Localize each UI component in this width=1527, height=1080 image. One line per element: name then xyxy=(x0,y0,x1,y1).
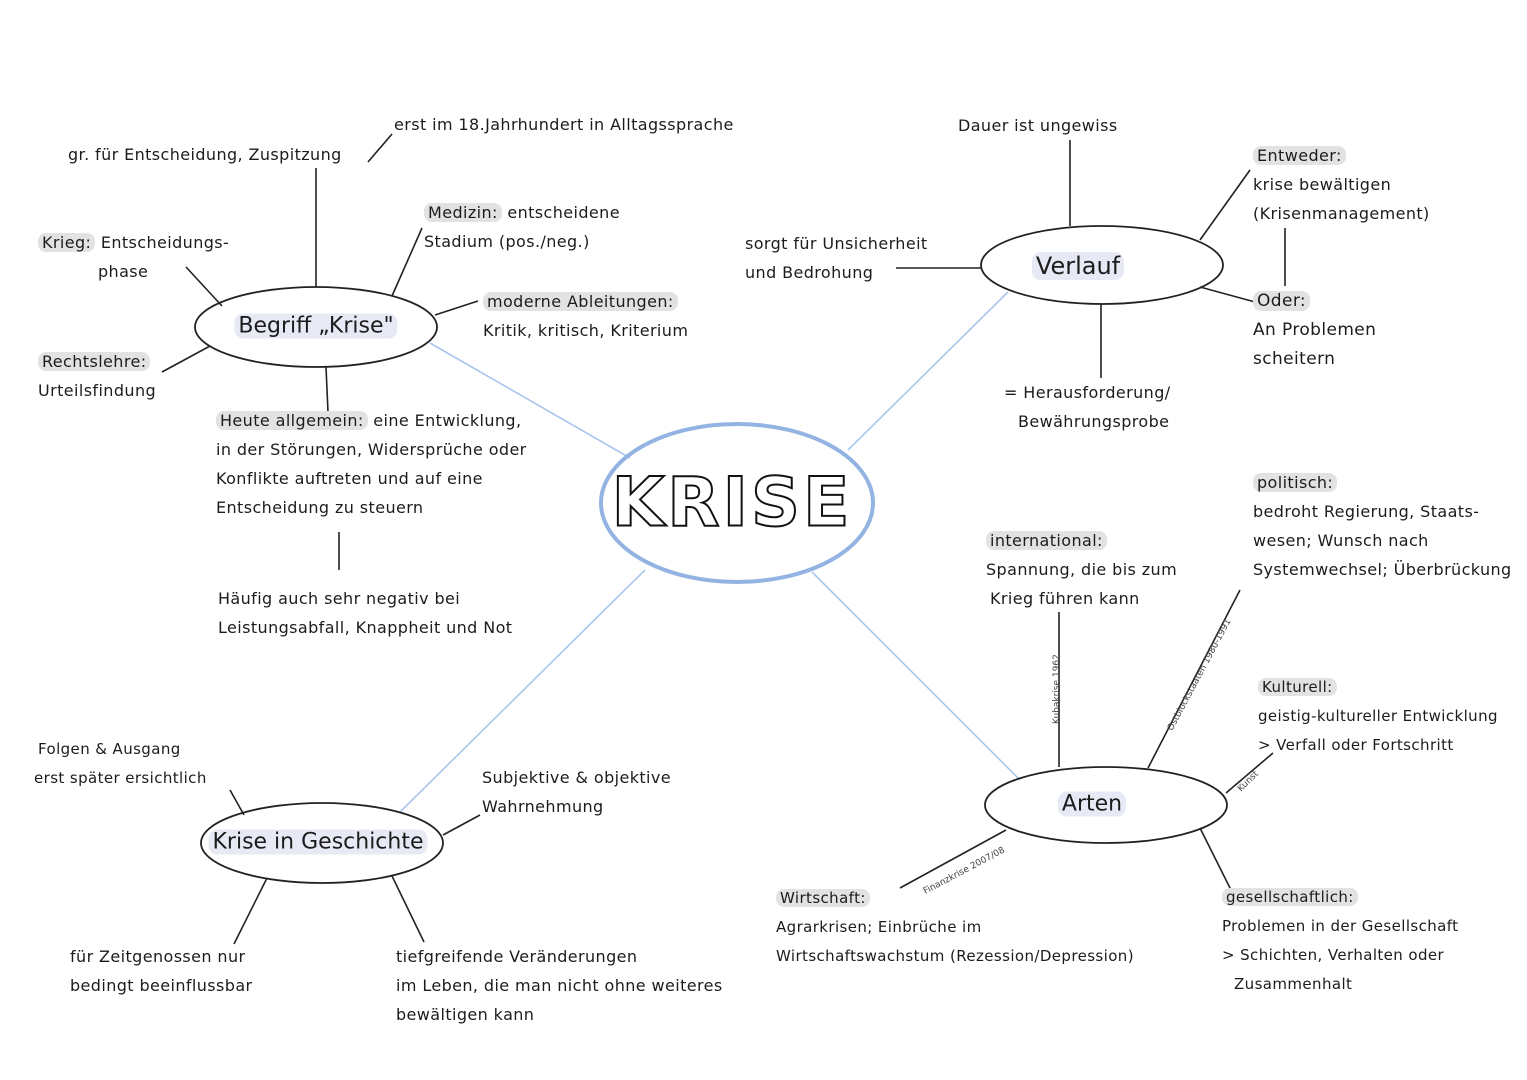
verlauf-entweder: Entweder: krise bewältigen (Krisenmanage… xyxy=(1253,141,1430,228)
gesellschaftlich-line-3: Zusammenhalt xyxy=(1234,975,1353,993)
connector-verlauf xyxy=(847,291,1009,451)
zeit-line-1: für Zeitgenossen nur xyxy=(70,947,246,966)
arten-politisch: politisch: bedroht Regierung, Staats- we… xyxy=(1253,468,1512,584)
geschichte-branches xyxy=(229,789,481,945)
subjektiv-line-1: Subjektive & objektive xyxy=(482,768,672,787)
subjektiv-line-2: Wahrnehmung xyxy=(482,797,604,816)
politisch-line-2: wesen; Wunsch nach xyxy=(1253,531,1429,550)
verlauf-branches xyxy=(896,140,1286,378)
verlauf-sorgt: sorgt für Unsicherheit und Bedrohung xyxy=(745,229,928,287)
wirtschaft-line-1: Agrarkrisen; Einbrüche im xyxy=(776,918,982,936)
geschichte-folgen: Folgen & Ausgang erst später ersichtlich xyxy=(34,735,207,793)
wirtschaft-label: Wirtschaft: xyxy=(776,889,870,907)
geschichte-title: Krise in Geschichte xyxy=(208,829,428,855)
kulturell-label: Kulturell: xyxy=(1258,678,1337,696)
moderne-text: Kritik, kritisch, Kriterium xyxy=(483,321,689,340)
politisch-line-3: Systemwechsel; Überbrückung xyxy=(1253,560,1512,579)
begriff-krieg: Krieg: Entscheidungs- phase xyxy=(38,228,229,286)
oder-line-1: An Problemen xyxy=(1253,320,1377,340)
begriff-heute: Heute allgemein: eine Entwicklung, in de… xyxy=(216,406,527,522)
international-line-2: Krieg führen kann xyxy=(990,589,1140,608)
kuba-note: Kubakrise 1962 xyxy=(1052,654,1062,724)
geschichte-zeitgenossen: für Zeitgenossen nur bedingt beeinflussb… xyxy=(70,942,253,1000)
heute-line-3: Konflikte auftreten und auf eine xyxy=(216,469,483,488)
begriff-title: Begriff „Krise" xyxy=(234,313,398,339)
arten-gesellschaftlich: gesellschaftlich: Problemen in der Gesel… xyxy=(1222,883,1458,999)
wirtschaft-line-2: Wirtschaftswachstum (Rezession/Depressio… xyxy=(776,947,1134,965)
sorgt-line-2: und Bedrohung xyxy=(745,263,874,282)
international-label: international: xyxy=(986,531,1107,550)
heraus-line-1: = Herausforderung/ xyxy=(1004,383,1171,402)
recht-label: Rechtslehre: xyxy=(38,352,151,371)
center-ellipse xyxy=(599,422,875,584)
recht-text: Urteilsfindung xyxy=(38,381,157,400)
begriff-node[interactable]: Begriff „Krise" xyxy=(234,313,398,339)
tief-line-1: tiefgreifende Veränderungen xyxy=(396,947,638,966)
politisch-label: politisch: xyxy=(1253,473,1338,492)
medizin-text-2: Stadium (pos./neg.) xyxy=(424,232,590,251)
krieg-label: Krieg: xyxy=(38,233,96,252)
arten-kulturell: Kulturell: geistig-kultureller Entwicklu… xyxy=(1258,673,1498,760)
krieg-text-2: phase xyxy=(98,262,149,281)
arten-wirtschaft: Wirtschaft: Agrarkrisen; Einbrüche im Wi… xyxy=(776,884,1134,971)
geschichte-subjektiv: Subjektive & objektive Wahrnehmung xyxy=(482,763,671,821)
connector-arten xyxy=(811,571,1021,781)
entweder-line-2: (Krisenmanagement) xyxy=(1253,204,1430,223)
kulturell-line-2: > Verfall oder Fortschritt xyxy=(1258,736,1454,754)
begriff-recht: Rechtslehre: Urteilsfindung xyxy=(38,347,156,405)
haeufig-line-1: Häufig auch sehr negativ bei xyxy=(218,589,461,608)
verlauf-title: Verlauf xyxy=(1031,252,1125,280)
haeufig-line-2: Leistungsabfall, Knappheit und Not xyxy=(218,618,513,637)
verlauf-node[interactable]: Verlauf xyxy=(1031,252,1125,280)
gesellschaftlich-line-1: Problemen in der Gesellschaft xyxy=(1222,917,1459,935)
entweder-line-1: krise bewältigen xyxy=(1253,175,1392,194)
center-label: KRISE xyxy=(611,463,853,544)
folgen-line-2: erst später ersichtlich xyxy=(34,769,207,787)
tief-line-2: im Leben, die man nicht ohne weiteres xyxy=(396,976,723,995)
verlauf-dauer: Dauer ist ungewiss xyxy=(958,116,1118,135)
geschichte-node[interactable]: Krise in Geschichte xyxy=(208,829,428,855)
krieg-text-1: Entscheidungs- xyxy=(100,233,230,252)
heute-line-4: Entscheidung zu steuern xyxy=(216,498,424,517)
connector-geschichte xyxy=(399,569,646,813)
kulturell-line-1: geistig-kultureller Entwicklung xyxy=(1258,707,1498,725)
verlauf-herausforderung: = Herausforderung/ Bewährungsprobe xyxy=(1004,378,1171,436)
arten-branches xyxy=(899,589,1274,893)
folgen-line-1: Folgen & Ausgang xyxy=(38,740,181,758)
begriff-haeufig: Häufig auch sehr negativ bei Leistungsab… xyxy=(218,584,512,642)
geschichte-ellipse xyxy=(200,802,444,884)
tief-line-3: bewältigen kann xyxy=(396,1005,535,1024)
heraus-line-2: Bewährungsprobe xyxy=(1018,412,1170,431)
begriff-moderne: moderne Ableitungen: Kritik, kritisch, K… xyxy=(483,287,688,345)
arten-node[interactable]: Arten xyxy=(1057,791,1127,817)
medizin-text-1: entscheidene xyxy=(507,203,620,222)
medizin-label: Medizin: xyxy=(424,203,502,222)
moderne-label: moderne Ableitungen: xyxy=(483,292,678,311)
verlauf-ellipse xyxy=(980,225,1224,305)
heute-line-1: eine Entwicklung, xyxy=(373,411,522,430)
zeit-line-2: bedingt beeinflussbar xyxy=(70,976,253,995)
arten-international: international: Spannung, die bis zum Kri… xyxy=(986,526,1177,613)
oder-line-2: scheitern xyxy=(1253,349,1336,369)
gesellschaftlich-line-2: > Schichten, Verhalten oder xyxy=(1222,946,1445,964)
arten-ellipse xyxy=(984,766,1228,844)
heute-label: Heute allgemein: xyxy=(216,411,368,430)
begriff-greek: gr. für Entscheidung, Zuspitzung xyxy=(68,145,342,164)
begriff-medizin: Medizin: entscheidene Stadium (pos./neg.… xyxy=(424,198,620,256)
gesellschaftlich-label: gesellschaftlich: xyxy=(1222,888,1358,906)
begriff-century: erst im 18.Jahrhundert in Alltagssprache xyxy=(394,115,734,134)
oder-label: Oder: xyxy=(1253,291,1311,311)
geschichte-tiefgreifend: tiefgreifende Veränderungen im Leben, di… xyxy=(396,942,723,1029)
sorgt-line-1: sorgt für Unsicherheit xyxy=(745,234,928,253)
politisch-line-1: bedroht Regierung, Staats- xyxy=(1253,502,1480,521)
begriff-branches xyxy=(161,133,479,570)
arten-title: Arten xyxy=(1057,791,1127,817)
verlauf-oder: Oder: An Problemen scheitern xyxy=(1253,287,1376,374)
heute-line-2: in der Störungen, Widersprüche oder xyxy=(216,440,527,459)
entweder-label: Entweder: xyxy=(1253,146,1346,165)
international-line-1: Spannung, die bis zum xyxy=(986,560,1178,579)
connector-begriff xyxy=(429,342,631,459)
